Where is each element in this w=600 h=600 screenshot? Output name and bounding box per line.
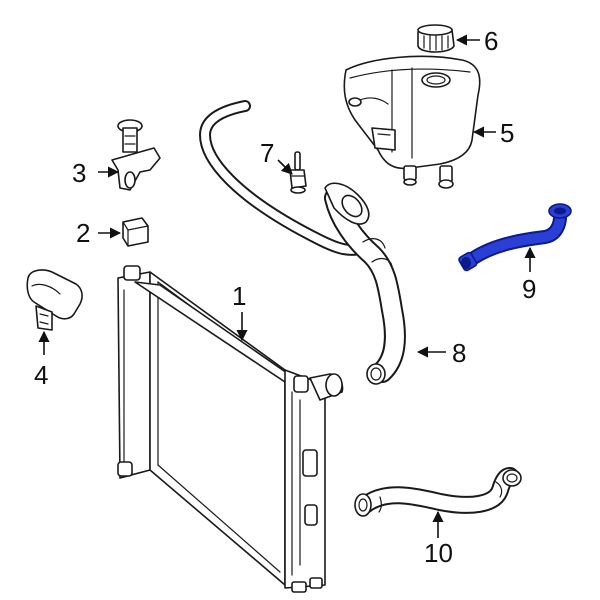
callout-3: 3 xyxy=(72,158,86,188)
mount-pad[interactable] xyxy=(122,217,149,247)
lower-mount-insulator[interactable] xyxy=(26,269,83,331)
reservoir-hose-highlighted[interactable] xyxy=(458,203,572,272)
lower-hose[interactable] xyxy=(354,467,522,517)
radiator[interactable] xyxy=(117,265,344,593)
callout-1: 1 xyxy=(232,281,246,311)
callout-8: 8 xyxy=(452,338,466,368)
callout-6: 6 xyxy=(484,26,498,56)
leader-lines xyxy=(38,34,536,538)
callout-5: 5 xyxy=(500,118,514,148)
callout-10: 10 xyxy=(424,538,453,568)
leader-7 xyxy=(277,159,293,175)
callout-9: 9 xyxy=(522,274,536,304)
reservoir-cap[interactable] xyxy=(417,24,455,53)
callout-labels: 1 2 3 4 5 6 7 8 9 10 xyxy=(34,26,536,568)
callout-2: 2 xyxy=(76,218,90,248)
reservoir-tank[interactable] xyxy=(343,55,481,189)
callout-4: 4 xyxy=(34,360,48,390)
callout-7: 7 xyxy=(260,138,274,168)
bleeder-fitting[interactable] xyxy=(289,151,307,194)
upper-hose[interactable] xyxy=(199,100,406,385)
upper-mount-bracket[interactable] xyxy=(111,119,161,191)
